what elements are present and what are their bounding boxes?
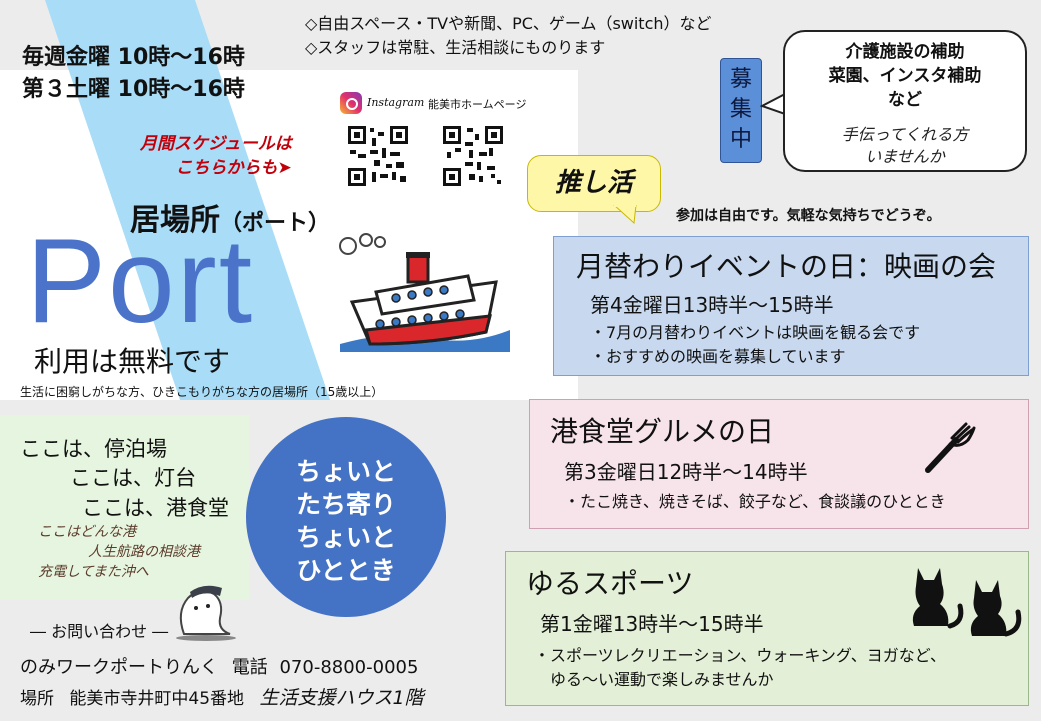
place-label: 場所 [20, 689, 54, 709]
ship-icon [339, 233, 510, 352]
event-card: 港食堂グルメの日 第3金曜日12時半〜14時半 ・たこ焼き、焼きそば、餃子など、… [529, 399, 1029, 529]
recruit-bold-2: 菜園、インスタ補助 [828, 66, 982, 86]
kokoha-line-2: ここは、灯台 [70, 466, 196, 490]
circle-line-3: ちょいと [295, 523, 396, 552]
recruit-badge: 募 集 中 [720, 58, 762, 163]
facility-list: ◇自由スペース・TVや新聞、PC、ゲーム（switch）など ◇スタッフは常駐、… [305, 12, 712, 60]
kokoha-note-1: ここはどんな港 [38, 524, 136, 540]
event-time: 第4金曜日13時半〜15時半 [590, 293, 834, 317]
event-title: 月替わりイベントの日：映画の会 [576, 250, 997, 283]
contact-title: ― お問い合わせ ― [30, 622, 169, 641]
contact-line: のみワークポートりんく 電話 070-8800-0005 [20, 653, 418, 679]
event-bullet: ・おすすめの映画を募集しています [590, 347, 846, 366]
opening-hours: 毎週金曜 10時〜16時 第３土曜 10時〜16時 [22, 42, 245, 106]
homepage-label: 能美市ホームページ [428, 98, 527, 111]
circle-line-2: たち寄り [295, 490, 396, 519]
event-title: 港食堂グルメの日 [550, 415, 775, 448]
ibasho-word: 居場所 [130, 203, 220, 238]
event-title: ゆるスポーツ [526, 567, 694, 600]
event-card: ゆるスポーツ 第1金曜13時半〜15時半 ・スポーツレクリエーション、ウォーキン… [505, 551, 1029, 706]
green-panel [0, 415, 250, 600]
light-blue-stripe [45, 0, 330, 400]
qr-code-icon[interactable] [346, 124, 410, 188]
recruit-char-1: 募 [729, 67, 752, 92]
kokoha-note-3: 充電してまた沖へ [38, 564, 149, 580]
hours-saturday: 第３土曜 10時〜16時 [22, 77, 245, 102]
kokoha-note-2: 人生航路の相談港 [88, 544, 200, 560]
event-bullet: ・7月の月替わりイベントは映画を観る会です [590, 323, 921, 342]
join-note: 参加は自由です。気軽な気持ちでどうぞ。 [676, 208, 941, 224]
hours-friday: 毎週金曜 10時〜16時 [22, 45, 245, 70]
schedule-line-2: こちらからも➤ [175, 158, 292, 178]
instagram-icon [340, 92, 362, 114]
recruit-bold-1: 介護施設の補助 [845, 42, 965, 62]
event-bullet: ・たこ焼き、焼きそば、餃子など、食談議のひととき [564, 492, 946, 511]
circle-line-1: ちょいと [295, 457, 396, 486]
recruit-char-2: 集 [729, 97, 752, 122]
recruit-italic-2: いませんか [865, 147, 945, 166]
address-line: 場所 能美市寺井町中45番地 生活支援ハウス1階 [20, 683, 424, 710]
port-title: Port [26, 214, 255, 348]
recruit-bold-3: など [888, 90, 922, 110]
schedule-note: 月間スケジュールは こちらからも➤ [140, 132, 292, 180]
target-description: 生活に困窮しがちな方、ひきこもりがちな方の居場所（15歳以上） [20, 385, 384, 399]
address-text: 能美市寺井町中45番地 [69, 689, 245, 709]
cat-icon [912, 568, 964, 629]
kokoha-line-1: ここは、停泊場 [20, 437, 167, 461]
tel-label: 電話 [231, 657, 268, 678]
ibasho-reading: （ポート） [220, 211, 331, 236]
mascot-icon [176, 585, 236, 641]
schedule-line-1: 月間スケジュールは [140, 134, 292, 154]
ibasho-heading: 居場所（ポート） [130, 195, 330, 239]
event-card: 月替わりイベントの日：映画の会 第4金曜日13時半〜15時半 ・7月の月替わりイ… [553, 236, 1029, 376]
instagram-label: Instagram [367, 96, 425, 109]
event-bullet: ・スポーツレクリエーション、ウォーキング、ヨガなど、 [534, 646, 947, 665]
qr-code-icon[interactable] [441, 124, 505, 188]
event-time: 第1金曜13時半〜15時半 [540, 612, 764, 636]
cat-icon [970, 580, 1022, 637]
kokoha-note: ここはどんな港 人生航路の相談港 充電してまた沖へ [38, 522, 200, 582]
facility-line-1: ◇自由スペース・TVや新聞、PC、ゲーム（switch）など [305, 14, 712, 33]
recruit-italic-1: 手伝ってくれる方 [841, 125, 969, 144]
circle-line-4: ひととき [296, 556, 396, 585]
oshikatsu-label: 推し活 [527, 155, 661, 212]
recruit-bubble: 介護施設の補助 菜園、インスタ補助 など 手伝ってくれる方 いませんか [783, 30, 1027, 172]
fork-icon [925, 422, 976, 473]
oshikatsu-tail [613, 205, 637, 225]
catchphrase-circle: ちょいと たち寄り ちょいと ひととき [246, 417, 446, 617]
recruit-char-3: 中 [729, 127, 752, 152]
org-name: のみワークポートりんく [20, 657, 218, 678]
event-bullet: ゆる〜い運動で楽しみませんか [534, 670, 774, 689]
kokoha-line-3: ここは、港食堂 [82, 496, 229, 520]
building-name: 生活支援ハウス1階 [259, 687, 424, 709]
facility-line-2: ◇スタッフは常駐、生活相談にものります [305, 38, 606, 57]
event-time: 第3金曜日12時半〜14時半 [564, 460, 808, 484]
phone-number[interactable]: 070-8800-0005 [279, 657, 419, 678]
free-of-charge: 利用は無料です [34, 345, 231, 378]
